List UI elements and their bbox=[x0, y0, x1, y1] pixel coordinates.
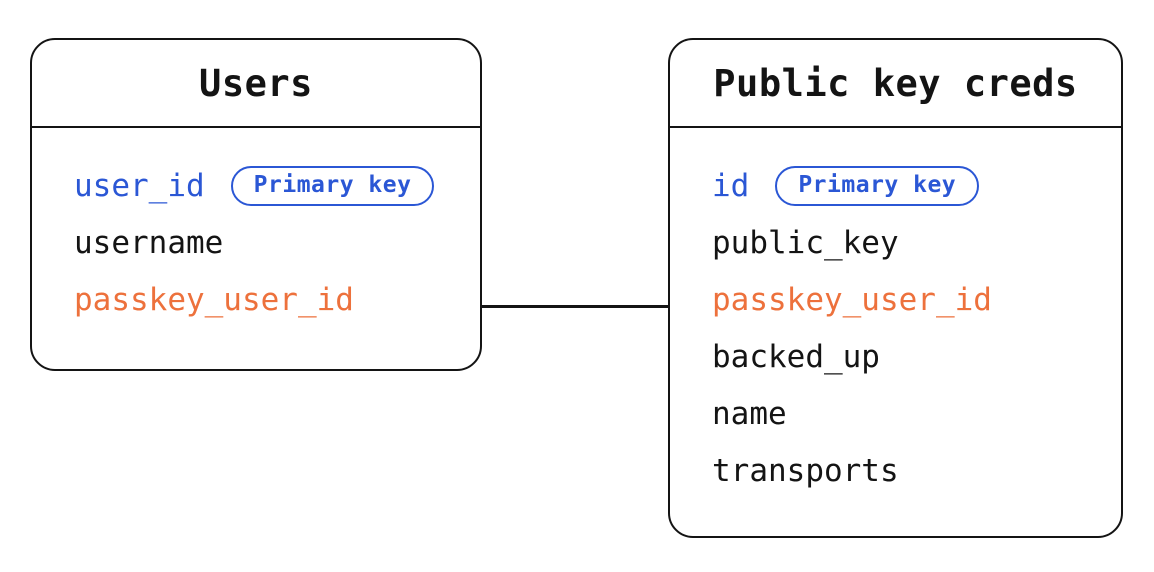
primary-key-badge: Primary key bbox=[230, 165, 435, 206]
table-public-key-creds-body: id Primary key public_key passkey_user_i… bbox=[670, 128, 1121, 499]
table-users-body: user_id Primary key username passkey_use… bbox=[32, 128, 480, 328]
field-name-backed-up: backed_up bbox=[712, 338, 880, 375]
table-public-key-creds: Public key creds id Primary key public_k… bbox=[668, 38, 1123, 538]
table-users-title: Users bbox=[199, 61, 313, 105]
field-row-username: username bbox=[74, 214, 460, 271]
field-row-user-id: user_id Primary key bbox=[74, 157, 460, 214]
field-name-user-id: user_id bbox=[74, 167, 205, 204]
field-name-name: name bbox=[712, 395, 787, 432]
field-name-username: username bbox=[74, 224, 224, 261]
table-public-key-creds-header: Public key creds bbox=[670, 40, 1121, 128]
field-row-id: id Primary key bbox=[712, 157, 1101, 214]
field-row-passkey-user-id: passkey_user_id bbox=[712, 271, 1101, 328]
field-name-id: id bbox=[712, 167, 750, 204]
table-users-header: Users bbox=[32, 40, 480, 128]
relationship-line-passkey-user-id bbox=[482, 305, 668, 308]
field-name-public-key: public_key bbox=[712, 224, 899, 261]
field-name-passkey-user-id: passkey_user_id bbox=[74, 281, 354, 318]
field-row-passkey-user-id: passkey_user_id bbox=[74, 271, 460, 328]
table-public-key-creds-title: Public key creds bbox=[713, 61, 1078, 105]
field-row-backed-up: backed_up bbox=[712, 328, 1101, 385]
field-name-transports: transports bbox=[712, 452, 899, 489]
field-row-name: name bbox=[712, 385, 1101, 442]
field-row-transports: transports bbox=[712, 442, 1101, 499]
field-row-public-key: public_key bbox=[712, 214, 1101, 271]
field-name-passkey-user-id: passkey_user_id bbox=[712, 281, 992, 318]
table-users: Users user_id Primary key username passk… bbox=[30, 38, 482, 371]
primary-key-badge: Primary key bbox=[775, 165, 980, 206]
